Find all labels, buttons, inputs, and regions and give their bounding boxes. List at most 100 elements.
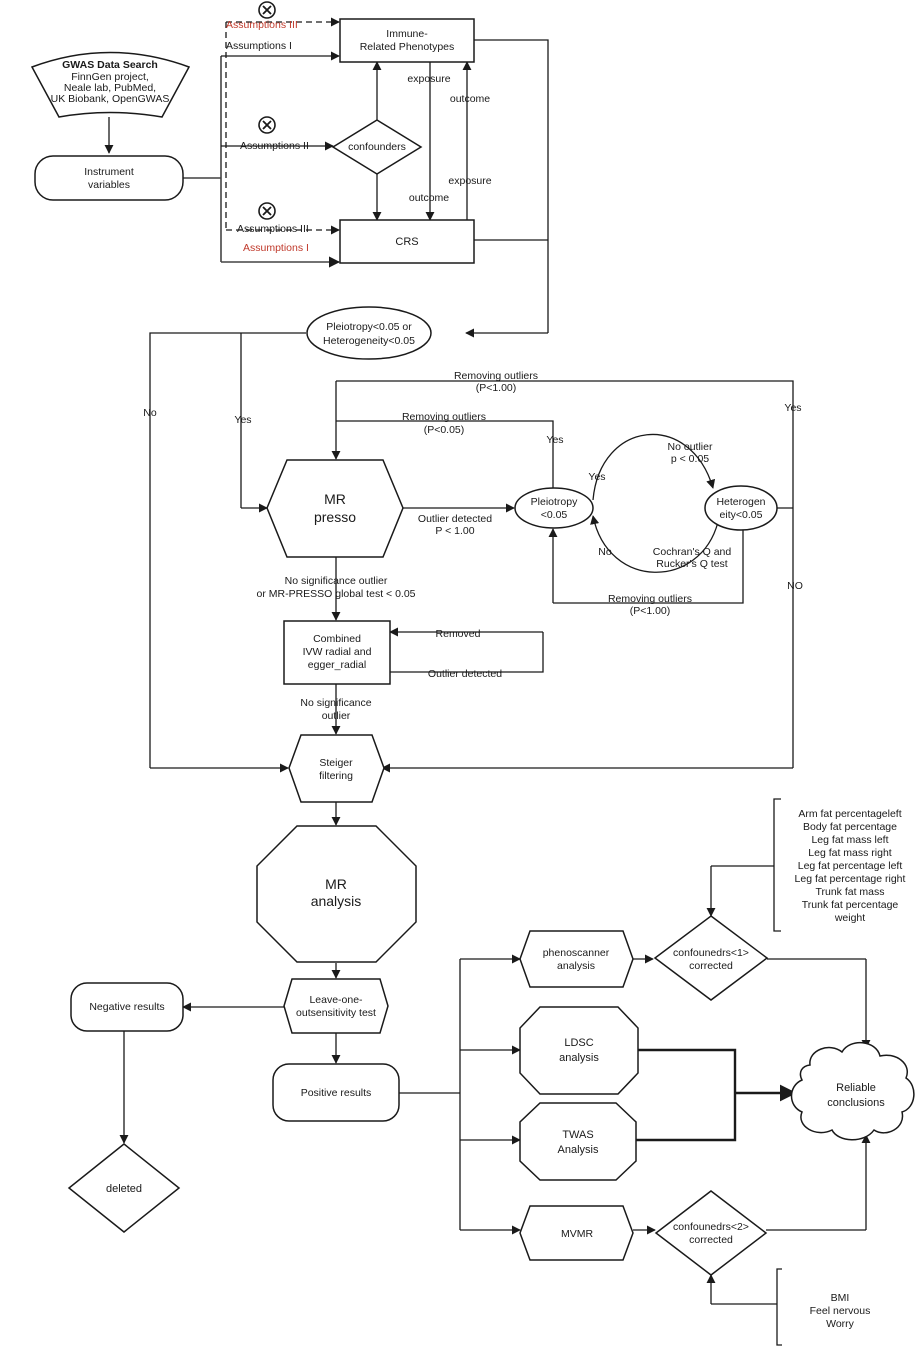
confounders-2-node: confounedrs<2> corrected xyxy=(654,1190,768,1276)
mr-analysis-line-2: analysis xyxy=(311,893,362,909)
gwas-line-3: UK Biobank, OpenGWAS xyxy=(51,93,170,105)
conf-list-1-item: Leg fat percentage left xyxy=(798,860,903,872)
steiger-line-1: Steiger xyxy=(319,757,353,769)
cross-circle-icon xyxy=(258,116,276,134)
cochran-line-2: Rucker's Q test xyxy=(656,558,728,570)
reliable-line-1: Reliable xyxy=(836,1082,876,1094)
positive-results-label: Positive results xyxy=(301,1087,372,1099)
leave-one-line-1: Leave-one- xyxy=(309,994,363,1006)
assumptions-top-red: Assumptions III xyxy=(226,19,298,31)
crs-label: CRS xyxy=(395,236,418,248)
deleted-node: deleted xyxy=(67,1143,181,1233)
immune-line-2: Related Phenotypes xyxy=(360,41,455,53)
steiger-filtering-node: Steiger filtering xyxy=(288,734,385,803)
cochran-line-1: Cochran's Q and xyxy=(653,546,732,558)
mvmr-label: MVMR xyxy=(561,1228,593,1240)
yes-label-pleio: Yes xyxy=(546,434,563,446)
confounders-label: confounders xyxy=(348,141,406,153)
steiger-line-2: filtering xyxy=(319,770,353,782)
conf-list-1-item: Leg fat mass right xyxy=(808,847,892,859)
pleio-het-line-2: Heterogeneity<0.05 xyxy=(323,335,415,347)
instrument-line-1: Instrument xyxy=(84,166,134,178)
no-outlier-line-1: No outlier xyxy=(668,441,713,453)
conf-list-1-item: Trunk fat mass xyxy=(815,886,884,898)
cross-circle-icon xyxy=(258,202,276,220)
outlier-detected-p-line-1: Outlier detected xyxy=(418,513,492,525)
heterogeneity-node: Heterogen eity<0.05 xyxy=(704,485,778,531)
no-sig-presso-line-2: or MR-PRESSO global test < 0.05 xyxy=(256,588,415,600)
conf-list-1-item: Trunk fat percentage xyxy=(802,899,899,911)
outlier-detected-p-line-2: P < 1.00 xyxy=(435,525,474,537)
conf-list-1-item: Arm fat percentageleft xyxy=(798,808,901,820)
exposure-label-left: exposure xyxy=(407,73,450,85)
reliable-line-2: conclusions xyxy=(827,1097,885,1109)
conf-list-1-item: Leg fat mass left xyxy=(811,834,888,846)
cross-circle-icon xyxy=(258,1,276,19)
leave-one-line-2: outsensitivity test xyxy=(296,1007,376,1019)
removing-outliers-100-line-2: (P<1.00) xyxy=(476,382,517,394)
pleiotropy-line-1: Pleiotropy xyxy=(531,496,578,508)
mvmr-node: MVMR xyxy=(519,1205,634,1261)
reliable-conclusions-node: Reliable conclusions xyxy=(790,1042,915,1141)
crs-node: CRS xyxy=(339,219,475,264)
conf2-line-2: corrected xyxy=(689,1234,733,1246)
combined-line-1: Combined xyxy=(313,633,361,645)
phenoscanner-line-2: analysis xyxy=(557,960,595,972)
removing-outliers-005-line-1: Removing outliers xyxy=(402,411,486,423)
confounders-node: confounders xyxy=(331,119,423,175)
conf-list-2-item: Feel nervous xyxy=(810,1305,871,1317)
gwas-line-1: FinnGen project, xyxy=(71,71,149,83)
mr-presso-line-2: presso xyxy=(314,509,356,525)
ldsc-line-2: analysis xyxy=(559,1052,599,1064)
pleiotropy-node: Pleiotropy <0.05 xyxy=(514,487,594,529)
combined-ivw-node: Combined IVW radial and egger_radial xyxy=(283,620,391,685)
confounders-list-1: Arm fat percentageleft Body fat percenta… xyxy=(795,808,906,924)
no-label-arc: No xyxy=(598,546,612,558)
gwas-line-2: Neale lab, PubMed, xyxy=(64,82,156,94)
no-label-left: No xyxy=(143,407,157,419)
edges xyxy=(104,17,871,1346)
no-sig-outlier-line-1: No significance xyxy=(300,697,371,709)
outcome-label-left: outcome xyxy=(409,192,449,204)
gwas-data-search-node: GWAS Data Search FinnGen project, Neale … xyxy=(30,51,191,118)
conf1-line-2: corrected xyxy=(689,960,733,972)
assumptions-bottom-black: Assumptions III xyxy=(237,223,309,235)
phenoscanner-node: phenoscanner analysis xyxy=(519,930,634,988)
negative-results-label: Negative results xyxy=(89,1001,164,1013)
outcome-label-right: outcome xyxy=(450,93,490,105)
twas-line-1: TWAS xyxy=(562,1129,593,1141)
ldsc-node: LDSC analysis xyxy=(519,1006,639,1095)
assumptions-mid: Assumptions II xyxy=(240,140,309,152)
conf-list-1-item: weight xyxy=(834,912,865,924)
conf1-line-1: confounedrs<1> xyxy=(673,947,749,959)
assumptions-bottom-red: Assumptions I xyxy=(243,242,309,254)
mr-analysis-line-1: MR xyxy=(325,876,347,892)
yes-label-left: Yes xyxy=(234,414,251,426)
twas-node: TWAS Analysis xyxy=(519,1102,637,1181)
leave-one-out-node: Leave-one- outsensitivity test xyxy=(283,978,389,1034)
removing-bottom-line-2: (P<1.00) xyxy=(630,605,671,617)
removed-label: Removed xyxy=(436,628,481,640)
immune-line-1: Immune- xyxy=(386,28,428,40)
immune-phenotypes-node: Immune- Related Phenotypes xyxy=(339,18,475,63)
conf-list-2-item: Worry xyxy=(826,1318,855,1330)
conf-list-1-item: Body fat percentage xyxy=(803,821,897,833)
deleted-label: deleted xyxy=(106,1183,142,1195)
instrument-variables-node: Instrument variables xyxy=(34,155,184,201)
no-caps-label: NO xyxy=(787,580,803,592)
mr-analysis-node: MR analysis xyxy=(256,825,417,963)
twas-line-2: Analysis xyxy=(558,1144,599,1156)
removing-outliers-005-line-2: (P<0.05) xyxy=(424,424,465,436)
ldsc-line-1: LDSC xyxy=(564,1037,593,1049)
removing-outliers-100-line-1: Removing outliers xyxy=(454,370,538,382)
combined-line-3: egger_radial xyxy=(308,659,366,671)
confounders-1-node: confounedrs<1> corrected xyxy=(653,915,769,1001)
pleio-het-line-1: Pleiotropy<0.05 or xyxy=(326,321,412,333)
phenoscanner-line-1: phenoscanner xyxy=(543,947,610,959)
yes-label-arc: Yes xyxy=(588,471,605,483)
no-sig-presso-line-1: No significance outlier xyxy=(285,575,388,587)
heterogeneity-line-1: Heterogen xyxy=(716,496,765,508)
conf-list-2-item: BMI xyxy=(831,1292,850,1304)
positive-results-node: Positive results xyxy=(272,1063,400,1122)
